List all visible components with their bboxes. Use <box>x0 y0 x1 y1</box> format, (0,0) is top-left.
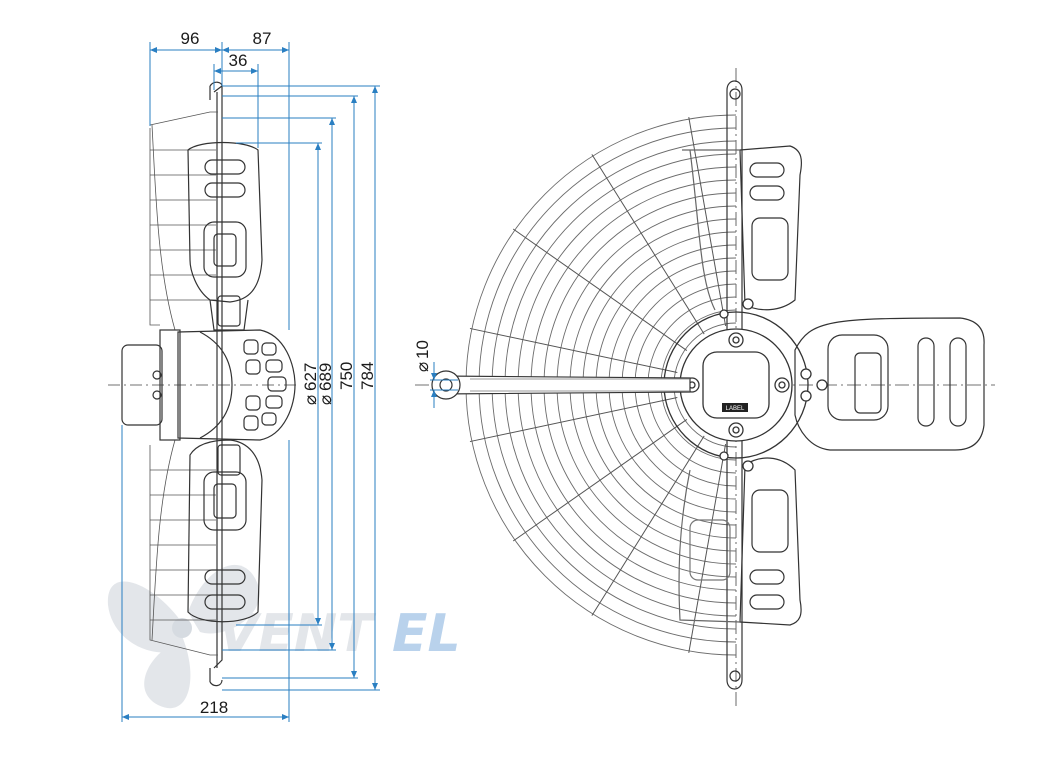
fan-swirl-icon <box>107 564 260 709</box>
dim-label-218: 218 <box>200 698 228 717</box>
watermark-text-light: EL <box>392 604 461 664</box>
dim-label-96: 96 <box>181 29 200 48</box>
mounting-flange <box>209 81 223 687</box>
diameter-symbol-689: ⌀ <box>316 395 335 405</box>
guard-grille-struts <box>469 117 727 653</box>
grille-strut <box>469 327 678 374</box>
dim-label-784: 784 <box>358 362 377 390</box>
guard-grille-side <box>149 111 218 656</box>
blade-side-lower <box>187 439 263 623</box>
grille-strut <box>591 154 705 335</box>
grille-strut <box>591 435 705 616</box>
diameter-symbol-10: ⌀ <box>413 362 432 372</box>
front-view: LABEL <box>413 68 995 710</box>
cable-arm <box>431 370 691 400</box>
watermark-text-dark: VENT <box>218 604 376 664</box>
grille-strut <box>469 396 678 443</box>
manufacturer-label-text: LABEL <box>726 406 745 412</box>
motor-body-side <box>121 329 296 441</box>
grille-strut <box>688 444 727 653</box>
vent-logo-watermark: VENT EL <box>107 564 461 709</box>
blade-front-bottom <box>678 457 802 626</box>
cooling-fins <box>243 339 287 431</box>
dim-hole-10 <box>430 362 458 408</box>
dim-label-10: 10 <box>413 340 432 359</box>
grille-strut <box>688 117 727 326</box>
dim-label-36: 36 <box>229 51 248 70</box>
manufacturer-label-badge <box>722 403 748 412</box>
side-view-dimensions <box>121 42 380 722</box>
blade-side-upper <box>187 141 263 331</box>
grille-strut <box>512 419 688 542</box>
dim-label-750: 750 <box>337 362 356 390</box>
dim-label-87: 87 <box>253 29 272 48</box>
blade-front-right <box>794 317 985 451</box>
grille-strut <box>512 228 688 351</box>
side-view <box>108 81 300 687</box>
dim-label-627: 627 <box>301 363 320 391</box>
dim-label-689: 689 <box>316 363 335 391</box>
diameter-symbol-627: ⌀ <box>301 395 320 405</box>
blade-front-top <box>682 145 802 311</box>
